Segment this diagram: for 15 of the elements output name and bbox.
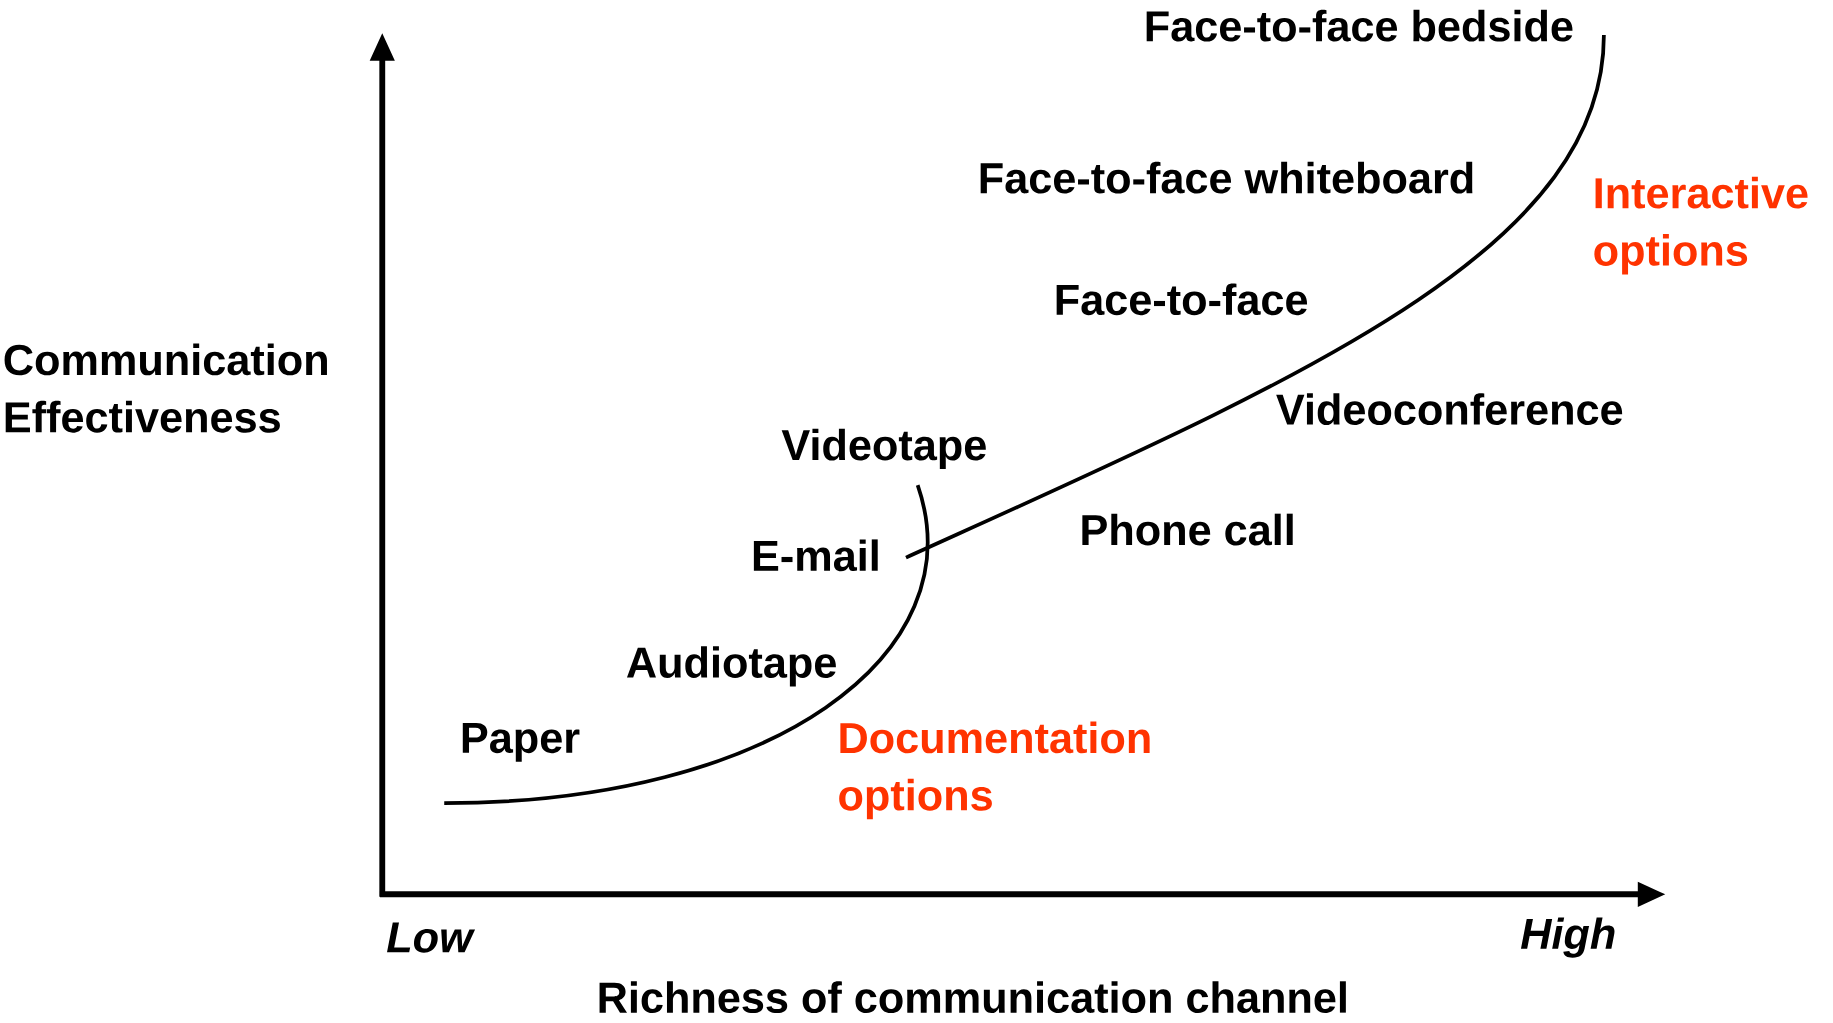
channel-label: E-mail — [753, 539, 878, 572]
group-label: Interactive options — [1594, 176, 1808, 275]
channel-label: Face-to-face whiteboard — [980, 161, 1473, 194]
channel-label: Videotape — [781, 428, 986, 470]
channel-label: Face-to-face — [1056, 283, 1308, 316]
axis-end-label: Low — [387, 922, 476, 953]
channel-label: Phone call — [1082, 513, 1293, 546]
channel-label: Videoconference — [1276, 393, 1623, 426]
channel-label: Paper — [462, 723, 580, 762]
axis-title: Communication Effectiveness — [4, 343, 327, 433]
axis-end-label: High — [1520, 917, 1615, 958]
group-label: Documentation options — [839, 721, 1150, 820]
channel-label: Audiotape — [626, 646, 836, 687]
channel-label: Face-to-face bedside — [1146, 9, 1573, 42]
axis-title: Richness of communication channel — [599, 981, 1346, 1014]
